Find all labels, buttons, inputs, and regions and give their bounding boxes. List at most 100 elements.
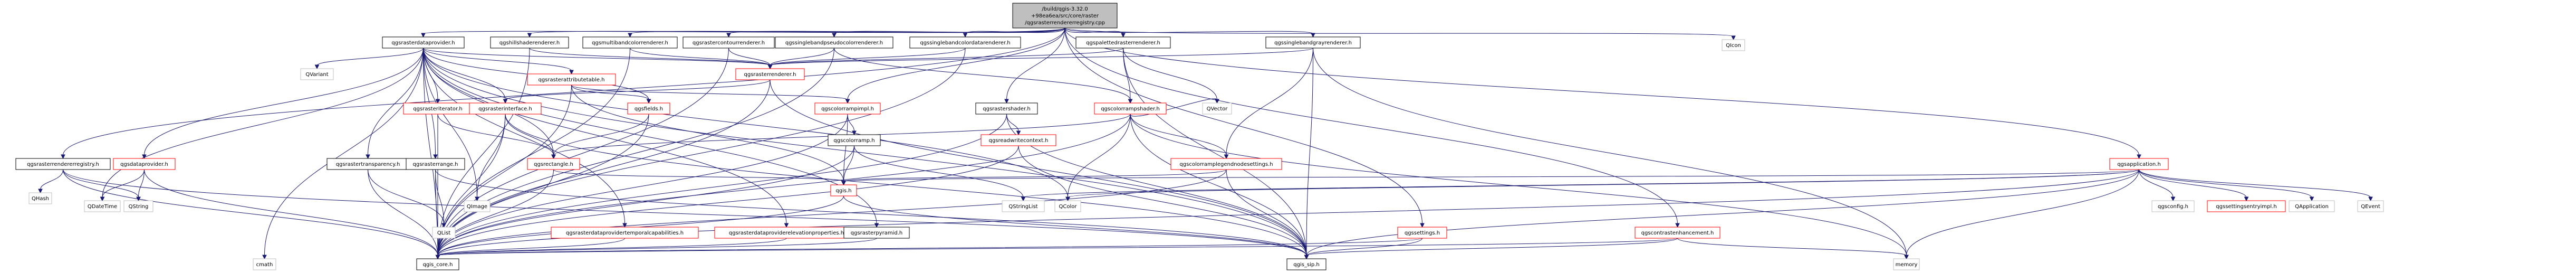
node-box <box>527 158 580 170</box>
node-box <box>300 68 334 80</box>
node-label: QEvent <box>2361 204 2380 210</box>
node-box <box>1012 3 1118 29</box>
arrowhead <box>628 33 632 38</box>
node-qgscolorramplegendnodesettings[interactable]: qgscolorramplegendnodesettings.h <box>1170 158 1282 170</box>
edge-qgsreadwritecontext-to-qgis_sip <box>1018 145 1307 256</box>
node-box <box>527 73 616 86</box>
edge-qgspalettedrasterrenderer-to-qgis_sip <box>1123 48 1307 256</box>
node-label: qgspalettedrasterrenderer.h <box>1086 40 1160 46</box>
node-qgssinglebandgrayrenderer[interactable]: qgssinglebandgrayrenderer.h <box>1265 36 1361 49</box>
arrowhead <box>366 154 370 160</box>
node-qgsmultibandcolorrenderer[interactable]: qgsmultibandcolorrenderer.h <box>582 36 678 49</box>
node-qgsrastershader[interactable]: qgsrastershader.h <box>975 102 1038 115</box>
node-label: /build/qgis-3.32.0 <box>1042 6 1088 12</box>
arrowhead <box>2309 196 2314 202</box>
node-qgscolorrampshader[interactable]: qgscolorrampshader.h <box>1094 102 1167 115</box>
node-box <box>84 200 121 212</box>
node-box <box>627 102 670 115</box>
node-qvariant: QVariant <box>300 68 334 80</box>
node-label: qgssinglebandcolordatarenderer.h <box>920 40 1010 46</box>
node-box <box>551 227 699 239</box>
node-label: qgsrastercontourrenderer.h <box>693 40 765 46</box>
node-label: qgis.h <box>835 188 851 194</box>
edge-qgscolorrampshader-to-qgis_sip <box>1130 114 1307 256</box>
node-qgssinglebandcolordatarenderer[interactable]: qgssinglebandcolordatarenderer.h <box>909 36 1021 49</box>
node-qgsrasterrenderer[interactable]: qgsrasterrenderer.h <box>735 68 805 80</box>
node-qgscontrastenhancement[interactable]: qgscontrastenhancement.h <box>1635 227 1720 239</box>
node-qgssettingsentryimpl[interactable]: qgssettingsentryimpl.h <box>2207 200 2286 212</box>
edge-root-to-qgscontrastenhancement <box>1064 27 1678 224</box>
edge-qgis-to-qgis_core <box>437 195 844 256</box>
node-qgsrectangle[interactable]: qgsrectangle.h <box>527 158 580 170</box>
edge-qgsrasterdataprovider-to-qgsrasterattributetable <box>423 48 572 71</box>
node-qgsreadwritecontext[interactable]: qgsreadwritecontext.h <box>981 134 1056 146</box>
node-memory: memory <box>1893 258 1920 270</box>
node-qgsfields[interactable]: qgsfields.h <box>627 102 670 115</box>
edge-qgsrastercontourrenderer-to-qgsrasterrenderer <box>728 48 771 66</box>
arrowhead <box>262 255 267 260</box>
node-qgis-sip[interactable]: qgis_sip.h <box>1286 258 1327 270</box>
node-qgis-core[interactable]: qgis_core.h <box>416 258 459 270</box>
node-qgis[interactable]: qgis.h <box>830 184 857 196</box>
node-qgsrasteriterator[interactable]: qgsrasteriterator.h <box>403 102 473 115</box>
node-qgssinglebandpseudocolorrenderer[interactable]: qgssinglebandpseudocolorrenderer.h <box>775 36 893 49</box>
node-qgsrasterdataprovider[interactable]: qgsrasterdataprovider.h <box>382 36 465 49</box>
node-qgsrasterrendererregistry-h[interactable]: qgsrasterrendererregistry.h <box>15 158 111 170</box>
node-box <box>28 192 52 204</box>
edge-qgsdataprovider-to-qgis_core <box>144 169 438 256</box>
edge-qgssinglebandpseudocolorrenderer-to-qgsrasterrenderer <box>770 48 834 66</box>
edge-qgsrasterattributetable-to-qgsfields <box>571 85 649 100</box>
node-root[interactable]: /build/qgis-3.32.0+98ea6ea/src/core/rast… <box>1012 3 1118 29</box>
node-qgsrasterpyramid[interactable]: qgsrasterpyramid.h <box>843 227 910 239</box>
node-qgsrasterattributetable[interactable]: qgsrasterattributetable.h <box>527 73 616 86</box>
node-qgscolorramp[interactable]: qgscolorramp.h <box>828 134 881 146</box>
edge-qgssettings-to-qgis_core <box>437 238 1422 256</box>
node-qgsrastertransparency[interactable]: qgsrastertransparency.h <box>326 158 409 170</box>
arrowhead <box>1004 99 1009 104</box>
arrowhead <box>435 255 440 260</box>
node-qgssettings[interactable]: qgssettings.h <box>1397 227 1447 239</box>
node-box <box>1075 36 1171 49</box>
edge-qgsrasterdataprovider-to-qgis_sip <box>423 48 1307 256</box>
arrowhead <box>1304 255 1309 260</box>
node-label: qgsdataprovider.h <box>120 162 168 167</box>
node-qgsrasterdataproviderelevationproperties[interactable]: qgsrasterdataproviderelevationproperties… <box>714 227 859 239</box>
node-qgspalettedrasterrenderer[interactable]: qgspalettedrasterrenderer.h <box>1075 36 1171 49</box>
node-box <box>1054 200 1081 212</box>
edge-qgssinglebandgrayrenderer-to-memory <box>1313 48 1907 256</box>
arrowhead <box>726 33 731 38</box>
arrowhead <box>527 33 532 38</box>
node-qgscolorrampimpl[interactable]: qgscolorrampimpl.h <box>814 102 881 115</box>
node-label: cmath <box>256 262 273 268</box>
node-qgsrasterinterface[interactable]: qgsrasterinterface.h <box>469 102 542 115</box>
node-label: qgsrectangle.h <box>534 162 573 167</box>
edge-qgsrasterdataprovider-to-qcolor <box>423 48 1068 198</box>
node-label: QList <box>437 230 450 236</box>
edge-qgscolorramplegendnodesettings-to-qgis <box>843 169 1227 182</box>
edge-qgsapplication-to-qgis_core <box>437 169 2139 256</box>
arrowhead <box>569 70 574 75</box>
node-cmath: cmath <box>253 258 276 270</box>
node-qgsrastercontourrenderer[interactable]: qgsrastercontourrenderer.h <box>683 36 775 49</box>
node-box <box>416 258 459 270</box>
node-label: QVariant <box>305 72 328 78</box>
edge-qgssinglebandpseudocolorrenderer-to-qgis_core <box>437 48 834 256</box>
node-label: qgsrastershader.h <box>983 106 1030 112</box>
edge-qgsrectangle-to-qgis <box>553 169 844 182</box>
node-qgsapplication[interactable]: qgsapplication.h <box>2109 158 2169 170</box>
node-qgshillshaderenderer[interactable]: qgshillshaderenderer.h <box>490 36 569 49</box>
node-box <box>1635 227 1720 239</box>
node-box <box>830 184 857 196</box>
arrowhead <box>2170 196 2176 202</box>
node-qgsrasterrange[interactable]: qgsrasterrange.h <box>406 158 465 170</box>
edge-qgsrasterdataprovidertemporalcapabilities-to-qgis_core <box>437 238 625 256</box>
node-label: QDateTime <box>88 204 117 210</box>
edge-qgsapplication-to-qapplication <box>2139 169 2312 198</box>
edge-qgscolorrampshader-to-qcolor <box>1068 114 1131 198</box>
node-box <box>1397 227 1447 239</box>
node-qgsdataprovider[interactable]: qgsdataprovider.h <box>113 158 176 170</box>
edge-qgspalettedrasterrenderer-to-qvector <box>1123 48 1217 100</box>
arrowhead <box>61 154 65 160</box>
node-qgsrasterdataprovidertemporalcapabilities[interactable]: qgsrasterdataprovidertemporalcapabilitie… <box>551 227 699 239</box>
edge-qgscontrastenhancement-to-qgis_sip <box>1306 238 1678 256</box>
